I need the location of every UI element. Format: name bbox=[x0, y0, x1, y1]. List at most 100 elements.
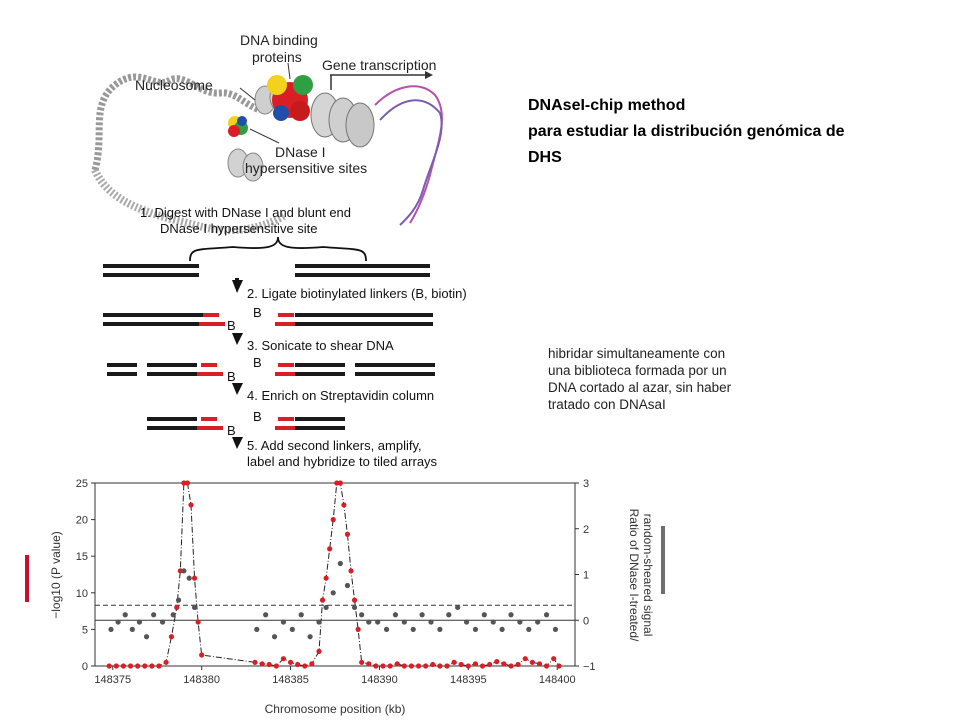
ratio-point bbox=[552, 626, 559, 632]
ratio-point bbox=[535, 619, 541, 625]
dna-double-helix bbox=[374, 85, 443, 226]
ratio-point bbox=[289, 626, 295, 632]
x-tick-label: 148395 bbox=[450, 674, 487, 686]
ratio-point bbox=[175, 597, 182, 603]
pvalue-point bbox=[543, 663, 550, 669]
ratio-point bbox=[337, 560, 343, 567]
pvalue-point bbox=[184, 480, 191, 486]
dhs-protein-cluster bbox=[228, 116, 248, 137]
pvalue-point bbox=[487, 661, 493, 668]
dna-fragment-row-1 bbox=[103, 264, 430, 277]
x-tick-label: 148390 bbox=[361, 674, 398, 686]
ratio-point bbox=[271, 634, 278, 640]
pvalue-point bbox=[191, 575, 198, 581]
arrow-step-2 bbox=[232, 280, 243, 293]
dhs-signal-chart: 148375 148380 148385 148390 148395 148400 051… bbox=[49, 478, 655, 716]
ratio-point bbox=[526, 626, 532, 632]
ratio-point bbox=[316, 619, 322, 625]
ratio-point bbox=[280, 619, 287, 625]
pvalue-point bbox=[199, 652, 205, 658]
ratio-point bbox=[115, 619, 121, 625]
ratio-point bbox=[455, 604, 461, 611]
pvalue-point bbox=[479, 663, 486, 669]
x-tick-label: 148385 bbox=[272, 674, 309, 686]
note-line-2: una biblioteca formada por un bbox=[548, 363, 727, 378]
x-tick-label: 148380 bbox=[183, 674, 220, 686]
pvalue-point bbox=[188, 502, 194, 508]
pvalue-point bbox=[465, 663, 471, 669]
arrow-step-4 bbox=[232, 383, 243, 395]
ratio-point bbox=[401, 619, 407, 625]
x-tick-label: 148375 bbox=[94, 674, 131, 686]
pvalue-point bbox=[522, 656, 528, 662]
label-dnase-1: DNase I bbox=[275, 144, 326, 160]
ratio-point bbox=[366, 619, 372, 625]
pvalue-point bbox=[536, 661, 543, 667]
left-tick-label: 25 bbox=[76, 478, 88, 490]
pvalue-point bbox=[163, 659, 169, 665]
pvalue-point bbox=[458, 661, 464, 668]
label-nucleosome: Nucleosome bbox=[135, 77, 213, 93]
ratio-point bbox=[298, 612, 304, 618]
pvalue-point bbox=[341, 502, 347, 508]
pvalue-point bbox=[348, 568, 354, 574]
step-5-line-2: label and hybridize to tiled arrays bbox=[247, 454, 438, 469]
pvalue-point bbox=[529, 659, 535, 665]
right-tick-label: 1 bbox=[583, 570, 589, 582]
biotin-label-left-2: B bbox=[227, 369, 236, 384]
dnase-chip-schematic: DNA binding proteins Gene transcription … bbox=[91, 32, 467, 469]
x-axis-title: Chromosome position (kb) bbox=[265, 702, 406, 716]
ratio-point bbox=[263, 612, 269, 618]
pvalue-point bbox=[451, 659, 457, 665]
pvalue-point bbox=[472, 661, 479, 667]
ratio-point bbox=[108, 626, 114, 632]
pvalue-point bbox=[501, 661, 507, 667]
gray-accent-bar bbox=[661, 526, 665, 594]
right-tick-label: −1 bbox=[583, 661, 596, 673]
pvalue-point bbox=[508, 663, 514, 669]
dna-fragment-row-4: B B bbox=[147, 409, 345, 438]
pvalue-point bbox=[334, 480, 340, 486]
pvalue-point bbox=[280, 656, 287, 662]
ratio-point bbox=[323, 604, 329, 611]
biotin-label-right-3: B bbox=[253, 409, 262, 424]
right-tick-label: 3 bbox=[583, 478, 589, 490]
pvalue-point bbox=[120, 663, 127, 669]
pvalue-point bbox=[135, 663, 141, 669]
ratio-point bbox=[191, 604, 198, 611]
right-axis-title-2: random-sheared signal bbox=[641, 514, 655, 637]
pvalue-point bbox=[195, 619, 201, 625]
dna-fragment-row-3: B B bbox=[107, 355, 435, 384]
x-tick-label: 148400 bbox=[539, 674, 576, 686]
red-accent-bar bbox=[25, 555, 29, 602]
arrow-step-3 bbox=[232, 333, 243, 345]
note-line-4: tratado con DNAsaI bbox=[548, 397, 666, 412]
pvalue-point bbox=[373, 663, 379, 669]
pvalue-point bbox=[174, 604, 180, 611]
ratio-point bbox=[472, 626, 479, 632]
biotin-label-left: B bbox=[227, 318, 236, 333]
ratio-point bbox=[151, 612, 157, 618]
ratio-point bbox=[344, 582, 351, 589]
step-3-label: 3. Sonicate to shear DNA bbox=[247, 338, 394, 353]
ratio-point bbox=[254, 626, 260, 632]
pvalue-point bbox=[156, 663, 162, 669]
plot-frame bbox=[94, 482, 576, 667]
pvalue-trace-line bbox=[109, 482, 560, 667]
chart-series bbox=[106, 480, 562, 669]
pvalue-point bbox=[437, 663, 443, 669]
pvalue-point bbox=[309, 661, 315, 667]
pvalue-point bbox=[327, 546, 333, 552]
pvalue-point bbox=[387, 663, 393, 669]
ratio-point bbox=[517, 619, 523, 625]
ratio-point bbox=[143, 634, 150, 640]
annotation-note: hibridar simultaneamente con una bibliot… bbox=[548, 345, 788, 413]
pvalue-point bbox=[252, 659, 258, 665]
title-line-1: DNAseI-chip method bbox=[528, 97, 686, 114]
left-axis-title: −log10 (P value) bbox=[49, 531, 63, 619]
pvalue-point bbox=[355, 626, 361, 632]
ratio-point bbox=[351, 604, 358, 611]
pvalue-point bbox=[259, 661, 265, 667]
right-axis-title-1: Ratio of DNase I-treated/ bbox=[627, 509, 641, 642]
